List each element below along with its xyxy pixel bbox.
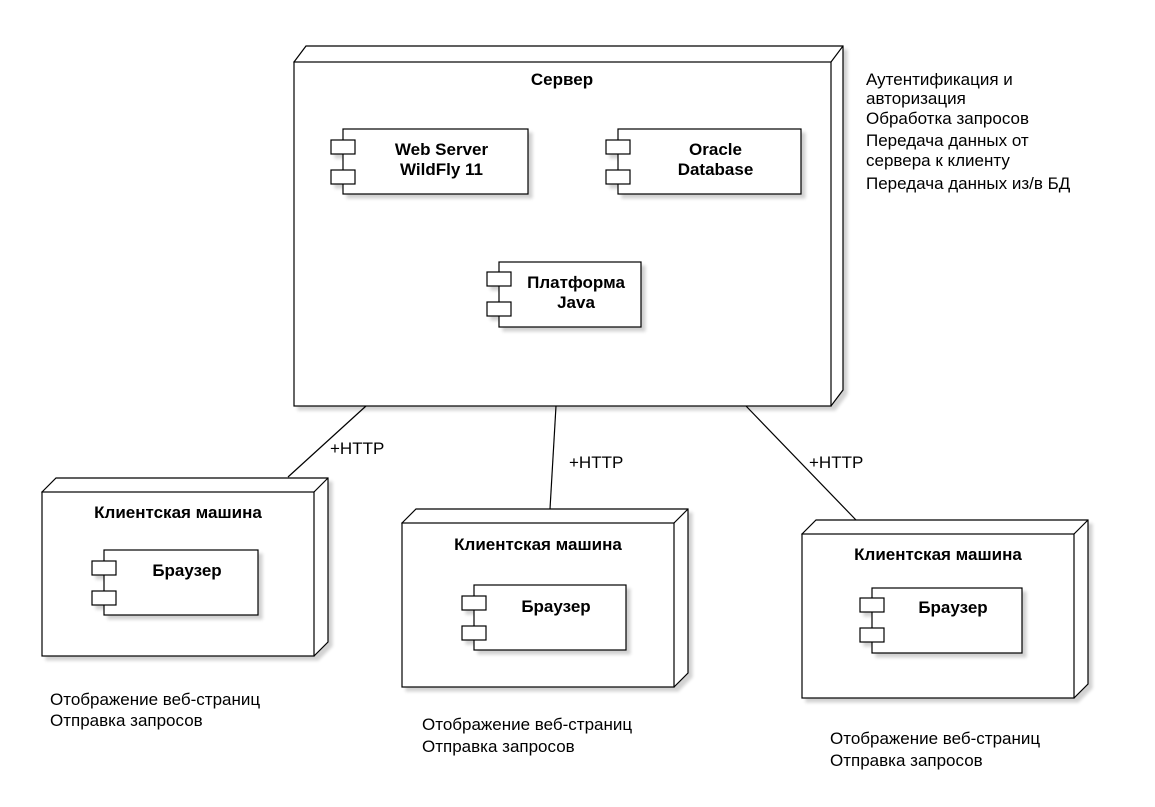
- component-port-icon: [91, 560, 117, 576]
- server-note-line: сервера к клиенту: [866, 151, 1010, 170]
- component-port-icon: [486, 301, 512, 317]
- client-note-middle-line1: Отображение веб-страниц: [422, 715, 633, 734]
- http-connection-left[interactable]: [287, 405, 367, 478]
- server-note-line: авторизация: [866, 89, 966, 108]
- server-note-line: Аутентификация и: [866, 70, 1013, 89]
- component-port-icon: [486, 271, 512, 287]
- browser-label-left: Браузер: [152, 561, 222, 580]
- client-title-right: Клиентская машина: [854, 545, 1022, 564]
- client-note-left-line1: Отображение веб-страниц: [50, 690, 261, 709]
- component-port-icon: [461, 625, 487, 641]
- http-connection-right[interactable]: [745, 405, 857, 521]
- http-label-left: +HTTP: [330, 439, 385, 458]
- http-label-middle: +HTTP: [569, 453, 624, 472]
- oracle-label-line2: Database: [677, 160, 754, 179]
- browser-component-middle[interactable]: [461, 584, 627, 651]
- server-title: Сервер: [530, 70, 594, 89]
- browser-component-left[interactable]: [91, 549, 259, 616]
- web-server-label-line2: WildFly 11: [400, 160, 483, 179]
- browser-label-middle: Браузер: [521, 597, 591, 616]
- server-note-line: Передача данных от: [866, 131, 1029, 150]
- client-note-right-line1: Отображение веб-страниц: [830, 729, 1041, 748]
- component-port-icon: [330, 139, 356, 155]
- component-port-icon: [859, 597, 885, 613]
- client-note-right-line2: Отправка запросов: [830, 751, 983, 770]
- component-port-icon: [605, 169, 631, 185]
- client-note-middle-line2: Отправка запросов: [422, 737, 575, 756]
- client-title-middle: Клиентская машина: [454, 535, 622, 554]
- component-port-icon: [859, 627, 885, 643]
- java-label-line2: Java: [557, 293, 595, 312]
- http-label-right: +HTTP: [809, 453, 864, 472]
- client-note-left-line2: Отправка запросов: [50, 711, 203, 730]
- server-note-line: Обработка запросов: [866, 109, 1030, 128]
- server-note-line: Передача данных из/в БД: [866, 174, 1071, 193]
- server-node[interactable]: [293, 45, 844, 407]
- java-label-line1: Платформа: [527, 273, 625, 292]
- java-platform-component[interactable]: [486, 261, 642, 328]
- browser-label-right: Браузер: [918, 598, 988, 617]
- component-port-icon: [91, 590, 117, 606]
- oracle-database-component[interactable]: [605, 128, 802, 195]
- component-port-icon: [461, 595, 487, 611]
- browser-component-right[interactable]: [859, 587, 1023, 654]
- component-port-icon: [330, 169, 356, 185]
- http-connection-middle[interactable]: [549, 405, 557, 510]
- web-server-component[interactable]: [330, 128, 529, 195]
- component-port-icon: [605, 139, 631, 155]
- client-title-left: Клиентская машина: [94, 503, 262, 522]
- web-server-label-line1: Web Server: [394, 140, 489, 159]
- oracle-label-line1: Oracle: [689, 140, 742, 159]
